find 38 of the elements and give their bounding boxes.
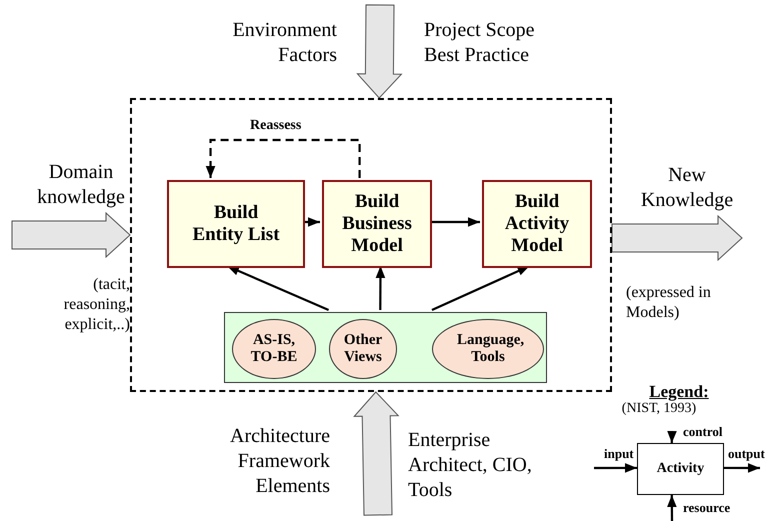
node-label: Other Views	[342, 332, 384, 366]
legend-heading: Legend:	[648, 381, 710, 402]
process-box	[322, 180, 432, 268]
arrow	[432, 265, 530, 311]
node-label: Build Business Model	[341, 191, 413, 257]
edge-label: input	[602, 446, 636, 462]
arrow	[226, 265, 330, 311]
process-box	[482, 180, 592, 268]
dashed-arrow	[206, 138, 361, 178]
block-arrow	[356, 4, 403, 99]
text-label: Architecture Framework Elements	[229, 424, 330, 499]
node-label: Activity	[656, 460, 706, 478]
dashed-boundary	[130, 98, 612, 392]
text-label: (NIST, 1993)	[620, 401, 698, 418]
text-label: Enterprise Architect, CIO, Tools	[408, 428, 533, 503]
dashed-boundary	[224, 312, 547, 383]
arrow	[594, 463, 637, 473]
arrow	[667, 430, 677, 444]
text-label: (expressed in Models)	[626, 283, 712, 323]
block-arrow	[12, 212, 131, 258]
arrow	[430, 217, 480, 227]
block-arrow	[612, 214, 743, 262]
arrow	[667, 495, 677, 521]
text-label: Project Scope Best Practice	[424, 18, 536, 68]
text-label: (tacit, reasoning, explicit,..)	[62, 275, 130, 335]
arrow	[376, 266, 386, 310]
text-label: New Knowledge	[640, 163, 734, 213]
node-label: Build Activity Model	[504, 191, 570, 257]
arrow	[724, 463, 760, 473]
process-box	[167, 180, 305, 268]
arrow	[303, 217, 320, 227]
node-label: Language, Tools	[456, 332, 523, 366]
node-label: Build Entity List	[191, 202, 281, 246]
activity-box	[637, 443, 724, 495]
node-label: AS-IS, TO-BE	[250, 332, 298, 366]
block-arrow	[353, 391, 400, 516]
text-label: Domain knowledge	[36, 160, 126, 210]
text-label: Environment Factors	[232, 18, 337, 68]
